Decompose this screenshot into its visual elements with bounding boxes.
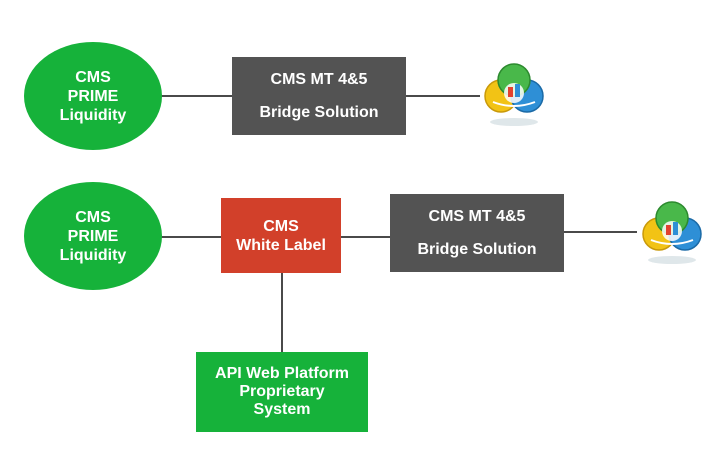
api-label-line: Proprietary [239, 383, 325, 400]
liquidity-node-2: CMS PRIME Liquidity [24, 182, 162, 290]
white-label-line: CMS [263, 217, 299, 235]
bridge-solution-box-2: CMS MT 4&5 Bridge Solution [390, 194, 564, 272]
liquidity-label-line: PRIME [67, 87, 119, 105]
white-label-line: White Label [236, 236, 326, 254]
api-label-line: API Web Platform [215, 365, 349, 382]
bridge-subtitle: Bridge Solution [259, 104, 379, 121]
liquidity-label-line: Liquidity [59, 246, 127, 264]
liquidity-node-1: CMS PRIME Liquidity [24, 42, 162, 150]
liquidity-label-line: PRIME [67, 227, 119, 245]
liquidity-label-line: Liquidity [59, 106, 127, 124]
metatrader-icon [642, 201, 702, 264]
api-label-line: System [253, 401, 311, 418]
liquidity-label-line: CMS [75, 208, 111, 226]
bridge-title: CMS MT 4&5 [270, 71, 368, 88]
api-platform-box: API Web Platform Proprietary System [196, 352, 368, 432]
white-label-box: CMS White Label [221, 198, 341, 273]
bridge-subtitle: Bridge Solution [417, 241, 537, 258]
liquidity-label-line: CMS [75, 68, 111, 86]
bridge-title: CMS MT 4&5 [428, 208, 526, 225]
metatrader-icon [484, 63, 544, 126]
bridge-solution-box-1: CMS MT 4&5 Bridge Solution [232, 57, 406, 135]
